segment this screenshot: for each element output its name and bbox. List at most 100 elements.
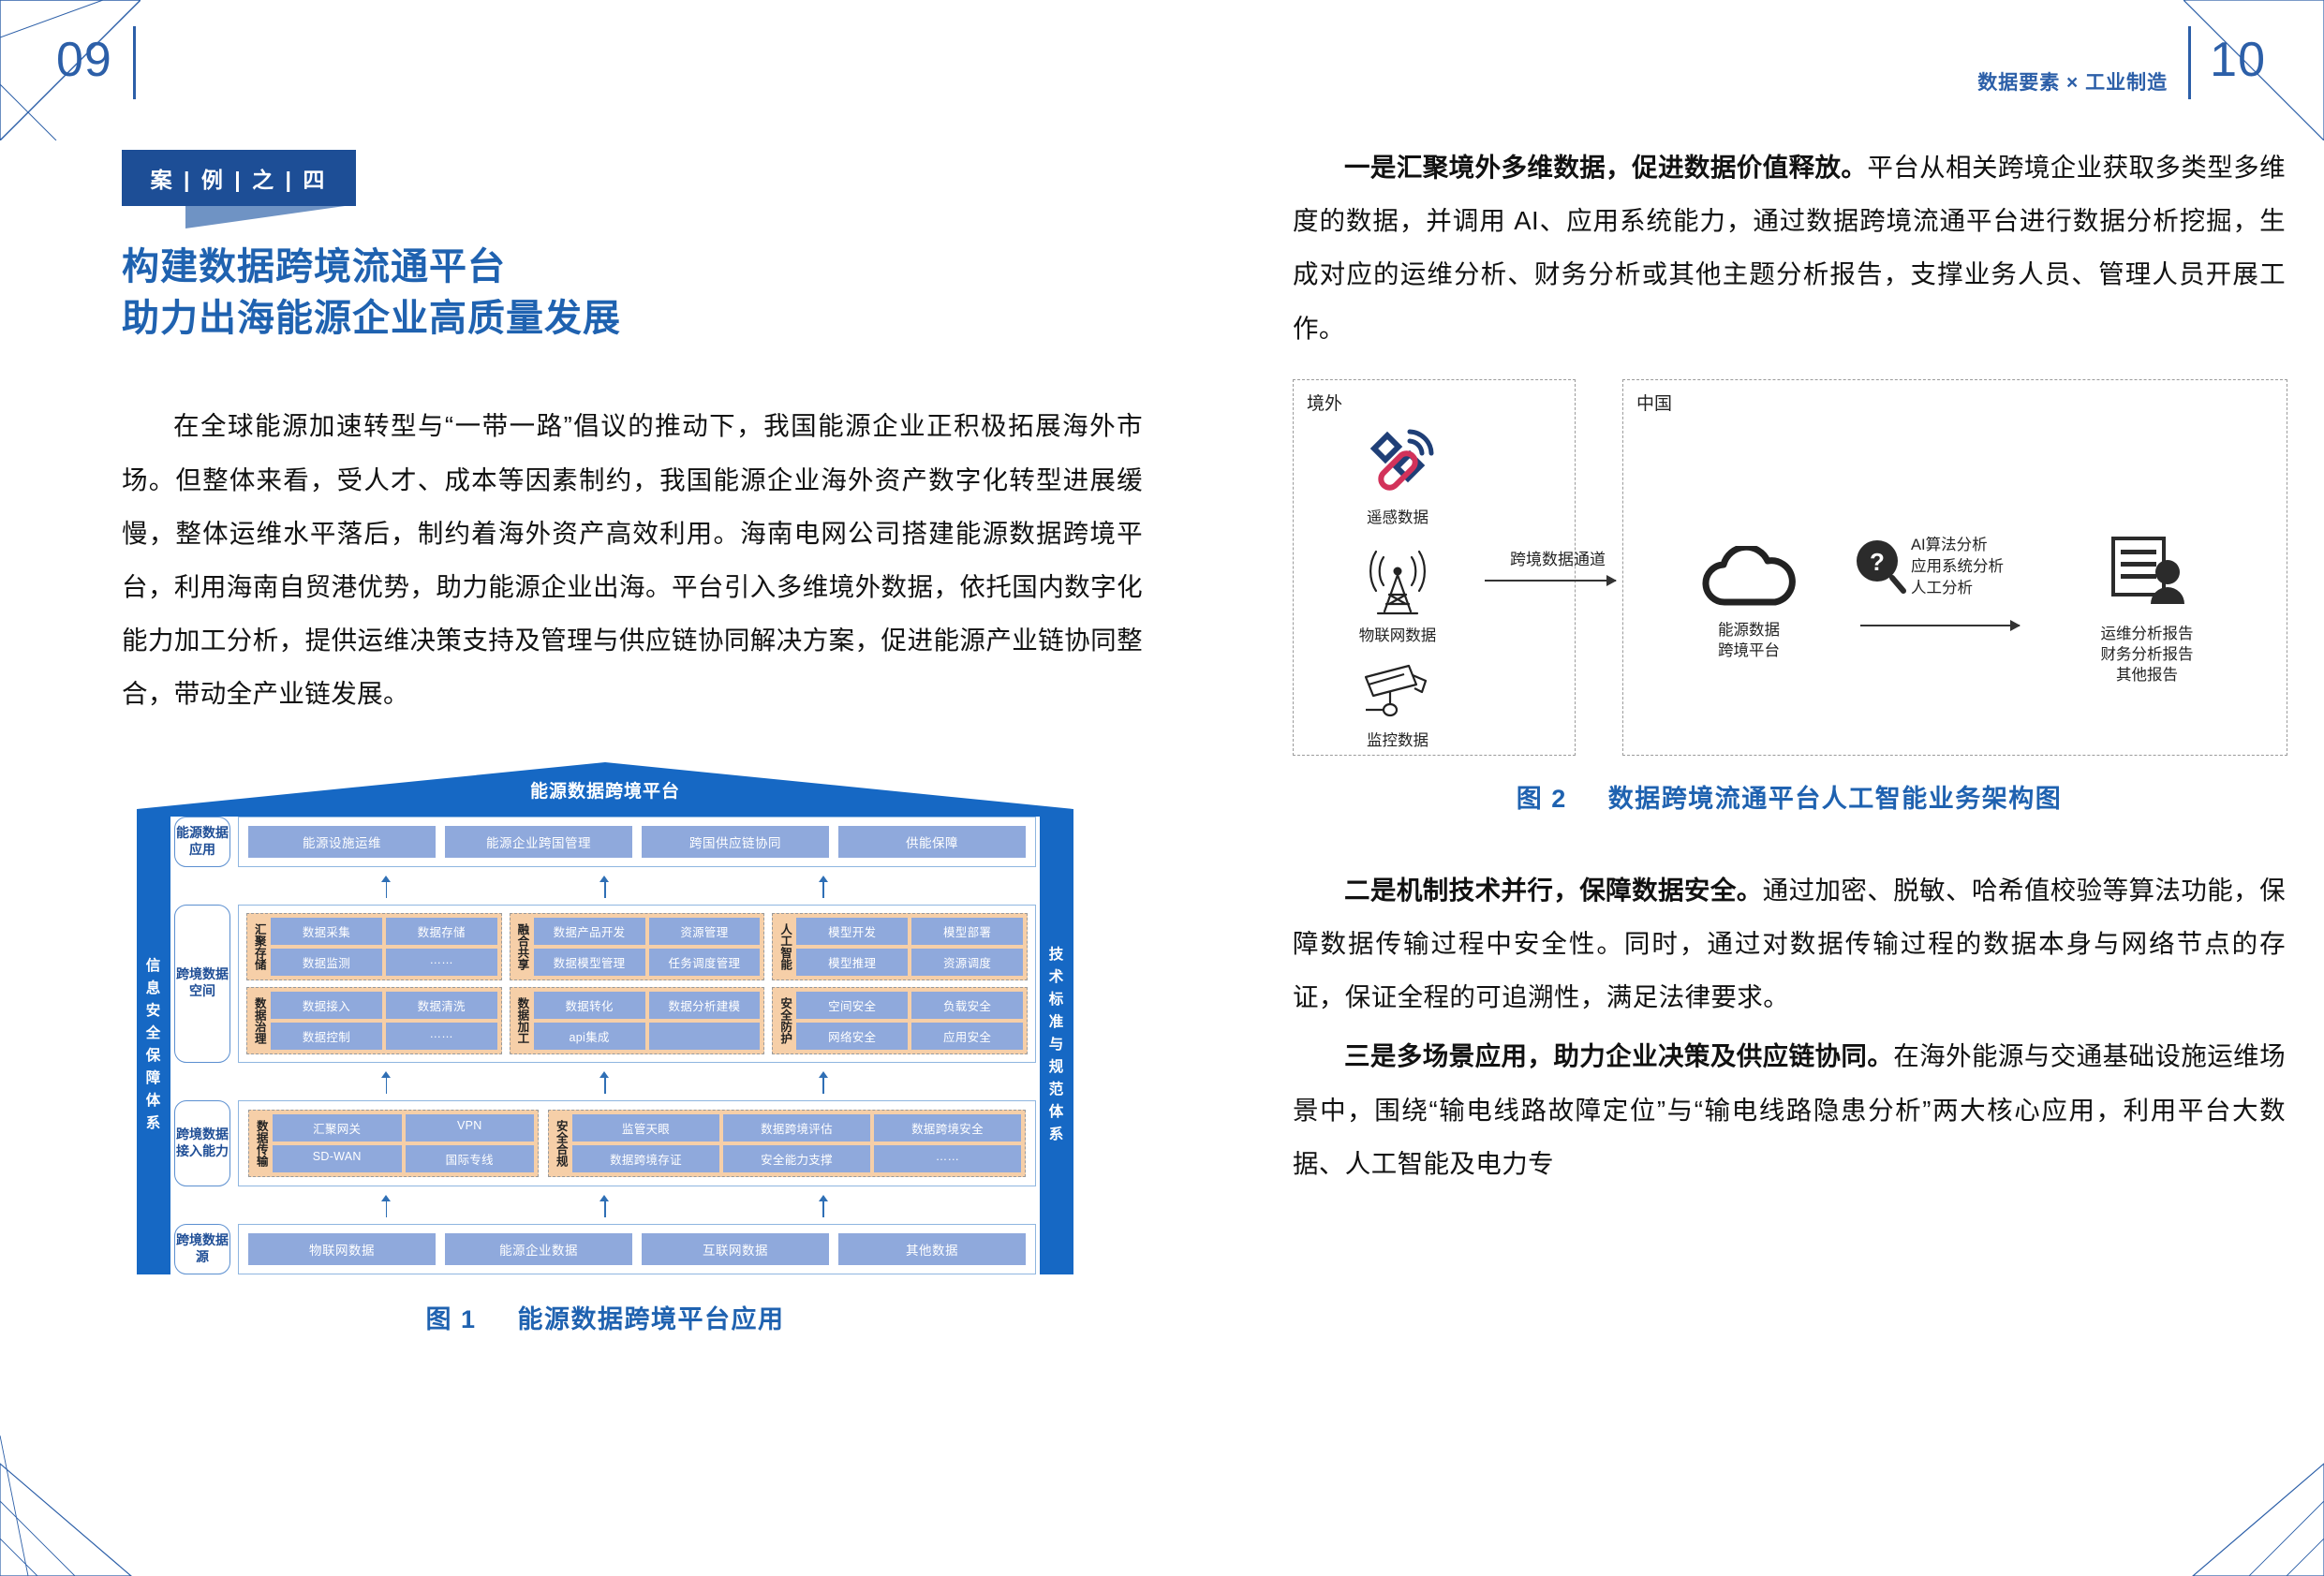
- figure1-source-label: 跨境数据源: [174, 1223, 230, 1274]
- cluster-cell: 数据分析建模: [648, 991, 761, 1019]
- figure1-source-box: 物联网数据 能源企业数据 互联网数据 其他数据: [238, 1223, 1036, 1274]
- case-badge-tail: [185, 206, 345, 228]
- right-column: 一是汇聚境外多维数据，促进数据价值释放。平台从相关跨境企业获取多类型多维度的数据…: [1293, 140, 2287, 1190]
- app-chip: 供能保障: [838, 825, 1026, 858]
- cluster-cell: 安全能力支撑: [723, 1144, 870, 1172]
- cluster-cell: 数据存储: [385, 917, 497, 945]
- figure1-application-row: 能源数据应用 能源设施运维 能源企业跨国管理 跨国供应链协同 供能保障: [174, 816, 1036, 867]
- corner-decoration-bottom-left: [0, 1436, 132, 1576]
- cluster-cell: 应用安全: [911, 1022, 1024, 1050]
- cluster-cell: 数据监测: [271, 948, 382, 976]
- cluster-cell: 数据跨境评估: [723, 1113, 870, 1141]
- figure1-roof: 能源数据跨境平台: [137, 761, 1073, 817]
- svg-text:?: ?: [1870, 548, 1885, 576]
- figure1-access-label: 跨境数据接入能力: [174, 1099, 230, 1186]
- cluster-cell: ……: [385, 1022, 497, 1050]
- figure2-report-line3: 其他报告: [2116, 667, 2178, 685]
- intro-paragraph: 在全球能源加速转型与“一带一路”倡议的推动下，我国能源企业正积极拓展海外市场。但…: [122, 411, 1143, 709]
- figure2-channel-arrow: [1485, 574, 1617, 586]
- cluster-data-transmission: 数据传输 汇聚网关 VPN SD-WAN 国际专线: [248, 1109, 539, 1177]
- up-arrow-icon: [817, 1070, 830, 1094]
- figure1-caption-number: 图 1: [425, 1304, 477, 1333]
- figure1-caption-text: 能源数据跨境平台应用: [517, 1304, 785, 1333]
- cluster-title: 数据治理: [252, 996, 266, 1044]
- satellite-icon: [1369, 429, 1434, 491]
- cluster-aggregation-storage: 汇聚存储 数据采集 数据存储 数据监测 ……: [246, 912, 502, 980]
- figure2-node-analysis: ? AI算法分析 应用系统分析 人工分析: [1855, 537, 2004, 599]
- figure2-report-line2: 财务分析报告: [2100, 646, 2194, 664]
- figure2-china-label: 中国: [1636, 393, 1673, 414]
- header-divider-left: [132, 26, 136, 99]
- figure2-analysis-line2: 应用系统分析: [1911, 557, 2004, 575]
- cluster-title: 数据加工: [515, 996, 529, 1044]
- cluster-cell: 负载安全: [911, 991, 1024, 1019]
- cluster-artificial-intelligence: 人工智能 模型开发 模型部署 模型推理 资源调度: [772, 912, 1029, 980]
- header-right: 数据要素 × 工业制造 10: [1977, 26, 2266, 99]
- cloud-icon: [1702, 543, 1796, 606]
- source-chip: 物联网数据: [248, 1232, 436, 1265]
- report-person-icon: [2111, 536, 2184, 604]
- paragraph-three-body: 在海外能源与交通基础设施运维场景中，围绕“输电线路故障定位”与“输电线路隐患分析…: [1293, 1041, 2287, 1178]
- figure2-iot-label: 物联网数据: [1358, 626, 1437, 644]
- cluster-cell: 模型部署: [911, 917, 1024, 945]
- up-arrow-icon: [817, 875, 830, 898]
- running-title: 数据要素 × 工业制造: [1977, 72, 2169, 94]
- cluster-title: 汇聚存储: [252, 922, 266, 970]
- up-arrow-icon: [380, 1070, 393, 1094]
- up-arrow-icon: [380, 1194, 393, 1217]
- figure2-channel-label: 跨境数据通道: [1510, 550, 1606, 568]
- figure2-platform-line2: 跨境平台: [1718, 642, 1780, 660]
- figure1-body: 信息安全保障体系 能源数据应用 能源设施运维 能源企业跨国管理 跨国供应链协同 …: [137, 816, 1073, 1274]
- figure2-node-remote-sensing: 遥感数据: [1323, 424, 1473, 528]
- figure2-node-surveillance: 监控数据: [1323, 660, 1473, 751]
- page-title-line1: 构建数据跨境流通平台: [122, 246, 506, 287]
- figure1-cluster-line-1: 汇聚存储 数据采集 数据存储 数据监测 …… 融合共享: [246, 912, 1029, 980]
- app-chip: 能源设施运维: [248, 825, 436, 858]
- figure2-node-iot: 物联网数据: [1323, 548, 1473, 646]
- figure1-dataspace-row: 跨境数据空间 汇聚存储 数据采集 数据存储 数据监测 ……: [174, 904, 1036, 1063]
- app-chip: 能源企业跨国管理: [445, 825, 632, 858]
- page-title-line2: 助力出海能源企业高质量发展: [122, 298, 621, 340]
- cluster-cell: 数据采集: [271, 917, 382, 945]
- figure1-source-row: 跨境数据源 物联网数据 能源企业数据 互联网数据 其他数据: [174, 1223, 1036, 1274]
- cluster-cell: SD-WAN: [273, 1144, 402, 1172]
- corner-decoration-top-right: [2183, 0, 2324, 140]
- figure2-node-reports: 运维分析报告 财务分析报告 其他报告: [2053, 535, 2241, 686]
- cluster-cell: ……: [385, 948, 497, 976]
- figure2-surveillance-label: 监控数据: [1367, 731, 1428, 749]
- figure2-platform-line1: 能源数据: [1718, 621, 1780, 639]
- cluster-cell: 数据跨境安全: [874, 1113, 1021, 1141]
- figure1-caption: 图 1 能源数据跨境平台应用: [137, 1299, 1073, 1335]
- figure2-report-line1: 运维分析报告: [2100, 625, 2194, 642]
- figure1-cluster-line-2: 数据治理 数据接入 数据清洗 数据控制 …… 数据加工: [246, 986, 1029, 1054]
- cluster-cell: ……: [874, 1144, 1021, 1172]
- figure2-node-platform: 能源数据 跨境平台: [1660, 543, 1838, 662]
- cluster-cell: 数据接入: [271, 991, 382, 1019]
- cluster-title: 安全合规: [554, 1119, 568, 1167]
- page-number-left: 09: [56, 33, 112, 87]
- cluster-data-processing: 数据加工 数据转化 数据分析建模 api集成: [509, 986, 765, 1054]
- case-badge: 案 | 例 | 之 | 四: [122, 150, 356, 228]
- figure2-overseas-label: 境外: [1307, 393, 1343, 414]
- cluster-cell: 网络安全: [796, 1022, 909, 1050]
- cluster-title: 数据传输: [254, 1119, 268, 1167]
- page-number-right: 10: [2210, 33, 2266, 87]
- figure1-access-row: 跨境数据接入能力 数据传输 汇聚网关 VPN SD-WAN 国际专线: [174, 1099, 1036, 1186]
- cluster-cell: 模型开发: [796, 917, 909, 945]
- header-left: 09: [56, 26, 136, 99]
- magnifier-question-icon: ?: [1857, 539, 1906, 594]
- figure1-arrows-access: [174, 1193, 1036, 1217]
- figure1-dataspace-box: 汇聚存储 数据采集 数据存储 数据监测 …… 融合共享: [238, 904, 1036, 1063]
- cluster-cell: 汇聚网关: [273, 1113, 402, 1141]
- figure2-zone-overseas: 境外: [1293, 378, 1576, 756]
- figure2-remote-sensing-label: 遥感数据: [1367, 508, 1428, 526]
- cluster-security-compliance: 安全合规 监管天眼 数据跨境评估 数据跨境安全 数据跨境存证 安全能力支撑 ……: [548, 1109, 1026, 1177]
- figure2-analysis-arrow: [1860, 619, 2021, 631]
- figure1-arrows-app: [174, 874, 1036, 898]
- app-chip: 跨国供应链协同: [642, 825, 829, 858]
- cluster-cell: 数据控制: [271, 1022, 382, 1050]
- figure2-ai-business-architecture: 境外 中国 遥感数据: [1293, 378, 2287, 756]
- figure1-roof-title: 能源数据跨境平台: [529, 781, 680, 802]
- corner-decoration-top-left: [0, 0, 141, 140]
- page-title: 构建数据跨境流通平台 助力出海能源企业高质量发展: [122, 242, 1143, 345]
